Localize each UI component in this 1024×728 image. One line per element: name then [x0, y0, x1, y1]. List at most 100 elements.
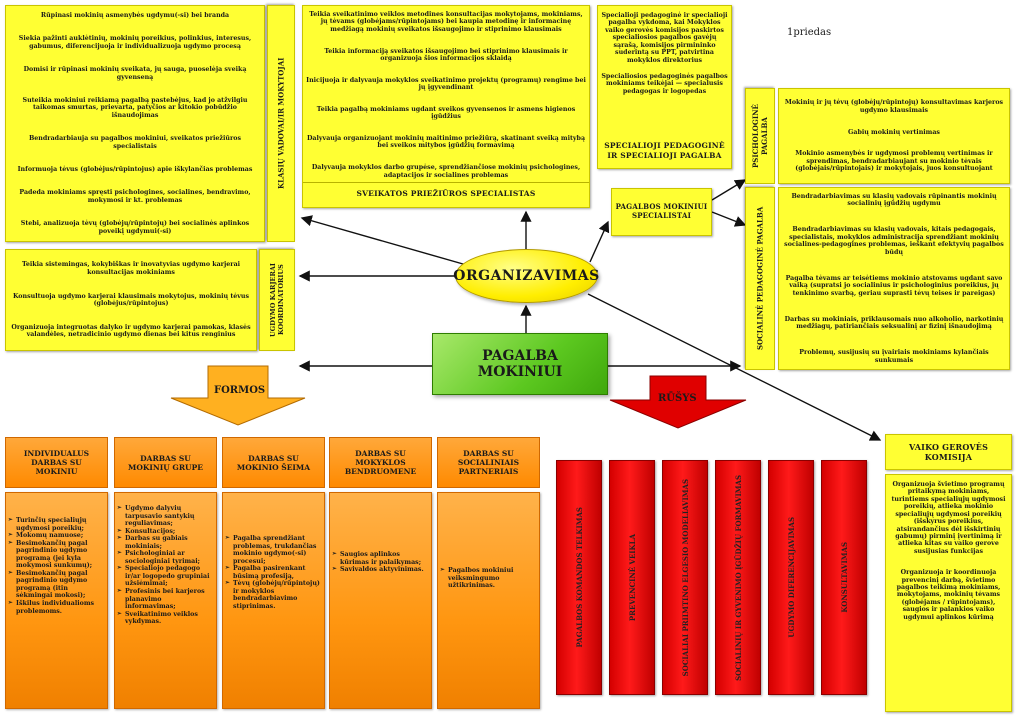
form-title: DARBAS SU SOCIALINIAIS PARTNERIAIS — [437, 437, 540, 488]
psych-item: Mokinio asmenybės ir ugdymosi problemų v… — [795, 150, 993, 173]
form-title: DARBAS SU MOKYKLOS BENDRUOMENE — [329, 437, 432, 488]
special-item: Specialioji pedagoginė ir specialioji pa… — [601, 12, 728, 64]
class-teachers-title: KLASIŲ VADOVAI/IR MOKYTOJAI — [267, 5, 295, 242]
type-column: SOCIALIAI PRIIMTINO ELGESIO MODELIAVIMAS — [662, 460, 708, 695]
form-title: INDIVIDUALUS DARBAS SU MOKINIU — [5, 437, 108, 488]
welfare-item: Organizuoja ir koordinuoja prevencinį da… — [896, 569, 1001, 621]
health-title: SVEIKATOS PRIEŽIŪROS SPECIALISTAS — [303, 182, 589, 198]
form-item: Tėvų (globėjų/rūpintojų) ir mokyklos ben… — [225, 580, 320, 610]
type-label: SOCIALINIŲ IR GYVENIMO ĮGŪDŽIŲ FORMAVIMA… — [733, 474, 743, 681]
help-line-1: PAGALBA — [482, 347, 558, 364]
organizing-ellipse: ORGANIZAVIMAS — [453, 249, 599, 303]
type-label: UGDYMO DIFERENCIJAVIMAS — [786, 517, 796, 638]
health-item: Teikia informaciją sveikatos išsaugojimo… — [324, 47, 568, 62]
type-label: KONSULTAVIMAS — [839, 542, 849, 613]
class-teacher-item: Rūpinasi mokinių asmenybės ugdymu(-si) b… — [40, 12, 230, 19]
form-item: Besimokančių pagal pagrindinio ugdymo pr… — [8, 540, 103, 570]
social-item: Bendradarbiavimas su klasių vadovais, ki… — [784, 226, 1004, 256]
form-title: DARBAS SU MOKINIŲ GRUPE — [114, 437, 217, 488]
types-label: RŪŠYS — [658, 393, 697, 404]
class-teachers-box: Rūpinasi mokinių asmenybės ugdymu(-si) b… — [5, 5, 265, 242]
forms-label: FORMOS — [214, 385, 266, 396]
student-help-box: PAGALBA MOKINIUI — [432, 333, 608, 395]
form-body: Pagalba sprendžiant problemas, trukdanči… — [222, 492, 325, 709]
specialists-box: PAGALBOS MOKINIUI SPECIALISTAI — [611, 188, 712, 236]
arrow-to-specialists — [589, 220, 610, 263]
form-item: Savivaldos aktyvinimas. — [332, 566, 427, 574]
class-teacher-item: Siekia pažinti auklėtinių, mokinių porei… — [18, 35, 252, 50]
welfare-title: VAIKO GEROVĖS KOMISIJA — [908, 442, 989, 462]
form-item: Specialiojo pedagogo ir/ar logopedo grup… — [117, 565, 212, 588]
social-item: Pagalba tėvams ar teisėtiems mokinio ats… — [785, 274, 1003, 297]
specialists-title: PAGALBOS MOKINIUI SPECIALISTAI — [615, 202, 708, 220]
form-item: Turinčių specialiųjų ugdymosi poreikių; — [8, 517, 103, 532]
help-line-2: MOKINIUI — [477, 364, 563, 380]
form-item: Pagalba sprendžiant problemas, trukdanči… — [225, 535, 320, 565]
career-item: Konsultuoja ugdymo karjerai klausimais m… — [12, 292, 250, 307]
form-item: Profesinis bei karjeros planavimo inform… — [117, 588, 212, 611]
form-item: Saugios aplinkos kūrimas ir palaikymas; — [332, 551, 427, 566]
career-box: Teikia sistemingas, kokybiškas ir inovat… — [5, 249, 257, 351]
psych-title: PSICHOLOGINĖ PAGALBA — [745, 88, 775, 184]
form-body: Ugdymo dalyvių tarpusavio santykių regul… — [114, 492, 217, 709]
type-column: PAGALBOS KOMANDOS TELKIMAS — [556, 460, 602, 695]
form-column: DARBAS SU MOKINIŲ GRUPE Ugdymo dalyvių t… — [114, 437, 217, 709]
class-teacher-item: Suteikia mokiniui reikiamą pagalbą paste… — [22, 96, 248, 119]
health-item: Teikia pagalbą mokiniams ugdant sveikos … — [316, 105, 576, 121]
form-body: Turinčių specialiųjų ugdymosi poreikių; … — [5, 492, 108, 709]
class-teacher-item: Domisi ir rūpinasi mokinių sveikata, jų … — [23, 66, 247, 81]
page-label: 1priedas — [787, 27, 832, 38]
form-item: Besimokančių pagal pagrindinio ugdymo pr… — [8, 570, 103, 600]
form-item: Konsultacijos; — [117, 528, 212, 536]
class-teacher-item: Informuoja tėvus (globėjus/rūpintojus) a… — [17, 165, 253, 173]
form-item: Iškilus individualioms problemoms. — [8, 600, 103, 615]
social-item: Problemų, susijusių su įvairiais mokinia… — [799, 349, 989, 364]
type-column: UGDYMO DIFERENCIJAVIMAS — [768, 460, 814, 695]
type-column: SOCIALINIŲ IR GYVENIMO ĮGŪDŽIŲ FORMAVIMA… — [715, 460, 761, 695]
career-item: Teikia sistemingas, kokybiškas ir inovat… — [21, 261, 241, 276]
type-label: PREVENCINĖ VEIKLA — [627, 533, 637, 622]
form-column: DARBAS SU SOCIALINIAIS PARTNERIAIS Pagal… — [437, 437, 540, 709]
forms-arrow — [170, 365, 306, 426]
form-item: Pagalbos mokiniui veiksmingumo užtikrini… — [440, 567, 535, 590]
special-title: SPECIALIOJI PEDAGOGINĖ IR SPECIALIOJI PA… — [604, 141, 725, 160]
social-title: SOCIALINĖ PEDAGOGINĖ PAGALBA — [745, 187, 775, 370]
psych-item: Gabių mokinių vertinimas — [848, 128, 940, 136]
type-label: PAGALBOS KOMANDOS TELKIMAS — [574, 507, 584, 648]
career-title: UGDYMO KARJERAI KOORDINATORIUS — [259, 249, 295, 351]
special-box: Specialioji pedagoginė ir specialioji pa… — [597, 5, 732, 169]
social-box: Bendradarbiavimas su klasių vadovais rūp… — [778, 187, 1010, 370]
form-body: Pagalbos mokiniui veiksmingumo užtikrini… — [437, 492, 540, 709]
form-item: Psichologiniai ar sociologiniai tyrimai; — [117, 550, 212, 565]
welfare-item: Organizuoja švietimo programų pritaikymą… — [891, 481, 1006, 555]
psych-box: Mokinių ir jų tėvų (globėjų/rūpintojų) k… — [778, 88, 1010, 184]
health-item: Dalyvauja organizuojant mokinių maitinim… — [306, 134, 586, 150]
type-label: SOCIALIAI PRIIMTINO ELGESIO MODELIAVIMAS — [680, 478, 690, 677]
social-item: Bendradarbiavimas su klasių vadovais rūp… — [791, 193, 997, 208]
health-item: Teikia sveikatinimo veiklos metodines ko… — [309, 11, 583, 33]
types-arrow — [609, 375, 747, 429]
health-item: Dalyvauja mokyklos darbo grupėse, sprend… — [311, 164, 581, 179]
arrow-to-class-teachers — [300, 215, 471, 267]
form-item: Darbas su gabiais mokiniais; — [117, 535, 212, 550]
form-column: DARBAS SU MOKINIO ŠEIMA Pagalba sprendži… — [222, 437, 325, 709]
type-column: KONSULTAVIMAS — [821, 460, 867, 695]
type-column: PREVENCINĖ VEIKLA — [609, 460, 655, 695]
welfare-box: Organizuoja švietimo programų pritaikymą… — [885, 474, 1012, 712]
form-item: Ugdymo dalyvių tarpusavio santykių regul… — [117, 505, 212, 528]
class-teacher-item: Bendradarbiauja su pagalbos mokiniui, sv… — [28, 135, 242, 150]
social-item: Darbas su mokiniais, priklausomais nuo a… — [784, 315, 1004, 331]
form-item: Mokomų namuose; — [8, 532, 103, 540]
form-item: Pagalba pasirenkant būsimą profesiją, — [225, 565, 320, 580]
psych-item: Mokinių ir jų tėvų (globėjų/rūpintojų) k… — [784, 99, 1004, 114]
arrow-spec-to-psych — [711, 179, 747, 201]
career-item: Organizuoja integruotas dalyko ir ugdymo… — [11, 323, 251, 339]
form-title: DARBAS SU MOKINIO ŠEIMA — [222, 437, 325, 488]
health-box: Teikia sveikatinimo veiklos metodines ko… — [302, 5, 590, 208]
health-item: Inicijuoja ir dalyvauja mokyklos sveikat… — [306, 76, 586, 92]
welfare-title-box: VAIKO GEROVĖS KOMISIJA — [885, 434, 1012, 470]
form-body: Saugios aplinkos kūrimas ir palaikymas; … — [329, 492, 432, 709]
form-column: INDIVIDUALUS DARBAS SU MOKINIU Turinčių … — [5, 437, 108, 709]
form-column: DARBAS SU MOKYKLOS BENDRUOMENE Saugios a… — [329, 437, 432, 709]
